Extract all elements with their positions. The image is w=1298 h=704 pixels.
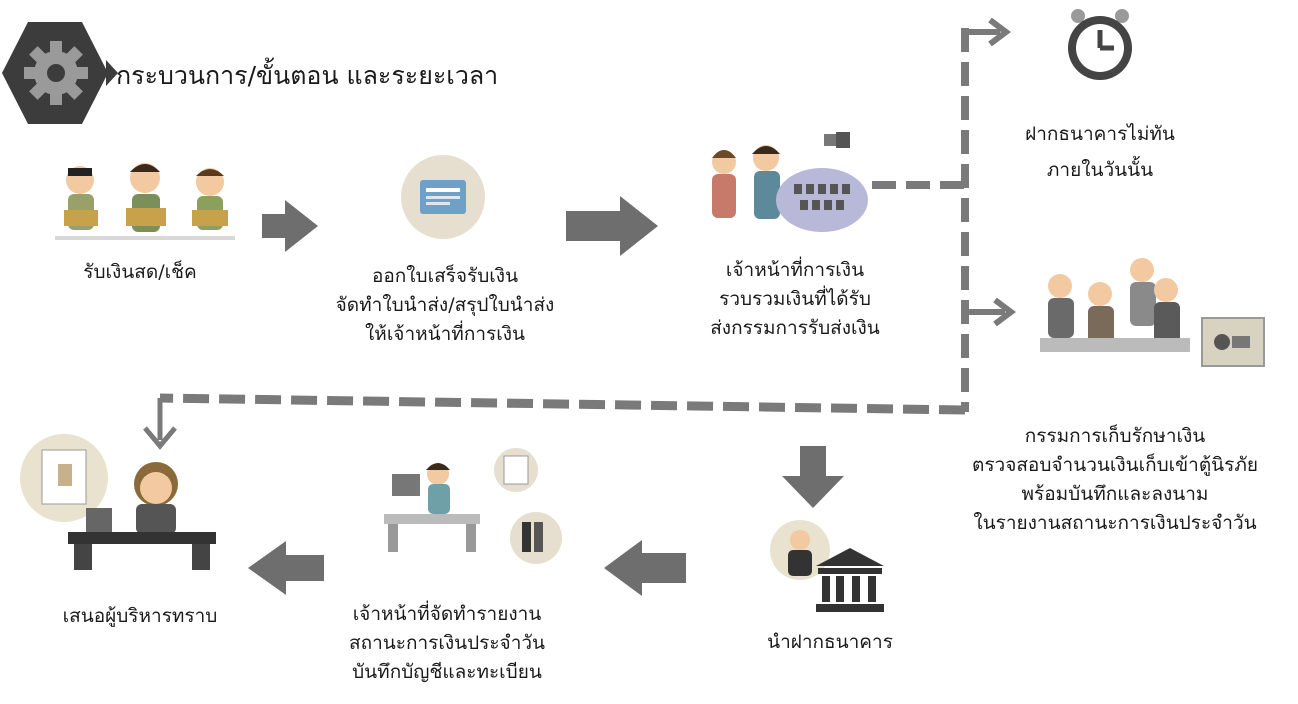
dashed-connector xyxy=(159,393,966,415)
clock-icon xyxy=(1068,9,1132,80)
step-bank-label: นำฝากธนาคาร xyxy=(767,631,893,653)
branch-committee-line: ตรวจสอบจำนวนเงินเก็บเข้าตู้นิรภัย xyxy=(971,454,1259,476)
step-receipt-line: จัดทำใบนำส่ง/สรุปใบนำส่ง xyxy=(335,294,555,316)
step-receipt-label: ออกใบเสร็จรับเงิน จัดทำใบนำส่ง/สรุปใบนำส… xyxy=(320,262,570,349)
step-finance-line: เจ้าหน้าที่การเงิน xyxy=(725,259,865,281)
step-present-label: เสนอผู้บริหารทราบ xyxy=(62,605,218,627)
report-officer-illustration xyxy=(384,448,562,564)
committee-illustration xyxy=(1040,258,1265,367)
arrow-right-2 xyxy=(566,196,658,256)
step-finance-line: ส่งกรรมการรับส่งเงิน xyxy=(710,317,880,339)
header: กระบวนการ/ขั้นตอน และระยะเวลา xyxy=(0,18,560,128)
step-finance-line: รวบรวมเงินที่ได้รับ xyxy=(719,288,871,310)
branch-committee-line: ในรายงานสถานะการเงินประจำวัน xyxy=(973,512,1257,534)
arrow-left-1 xyxy=(604,540,686,596)
page-title: กระบวนการ/ขั้นตอน และระยะเวลา xyxy=(116,61,499,90)
receipt-illustration xyxy=(401,155,485,239)
finance-officers-illustration xyxy=(712,132,868,232)
arrow-to-late xyxy=(988,17,1011,47)
arrow-right-1 xyxy=(262,200,318,252)
step-report-label: เจ้าหน้าที่จัดทำรายงาน สถานะการเงินประจำ… xyxy=(322,600,572,687)
gear-icon xyxy=(2,22,108,124)
arrow-to-committee xyxy=(993,297,1016,327)
step-report-line: เจ้าหน้าที่จัดทำรายงาน xyxy=(352,603,542,625)
step-receipt-line: ให้เจ้าหน้าที่การเงิน xyxy=(365,323,525,345)
step-receipt-line: ออกใบเสร็จรับเงิน xyxy=(371,265,519,287)
branch-committee-label: กรรมการเก็บรักษาเงิน ตรวจสอบจำนวนเงินเก็… xyxy=(940,422,1290,538)
step-report-line: สถานะการเงินประจำวัน xyxy=(348,632,546,654)
step-finance-label: เจ้าหน้าที่การเงิน รวบรวมเงินที่ได้รับ ส… xyxy=(680,256,910,343)
branch-late-line: ฝากธนาคารไม่ทัน xyxy=(1025,123,1175,145)
arrow-down xyxy=(782,446,844,508)
arrow-to-present xyxy=(143,426,177,450)
arrow-left-2 xyxy=(248,541,324,595)
executive-illustration xyxy=(20,434,216,570)
branch-late-line: ภายในวันนั้น xyxy=(1046,159,1154,181)
bank-icon xyxy=(770,520,884,612)
people-with-cash-illustration xyxy=(55,163,235,240)
step-report-line: บันทึกบัญชีและทะเบียน xyxy=(352,661,542,683)
branch-late-label: ฝากธนาคารไม่ทัน ภายในวันนั้น xyxy=(1000,120,1200,185)
step-receive-label: รับเงินสด/เช็ค xyxy=(83,261,197,283)
header-pointer xyxy=(106,60,118,86)
branch-committee-line: พร้อมบันทึกและลงนาม xyxy=(1021,483,1209,505)
branch-committee-line: กรรมการเก็บรักษาเงิน xyxy=(1024,425,1206,447)
